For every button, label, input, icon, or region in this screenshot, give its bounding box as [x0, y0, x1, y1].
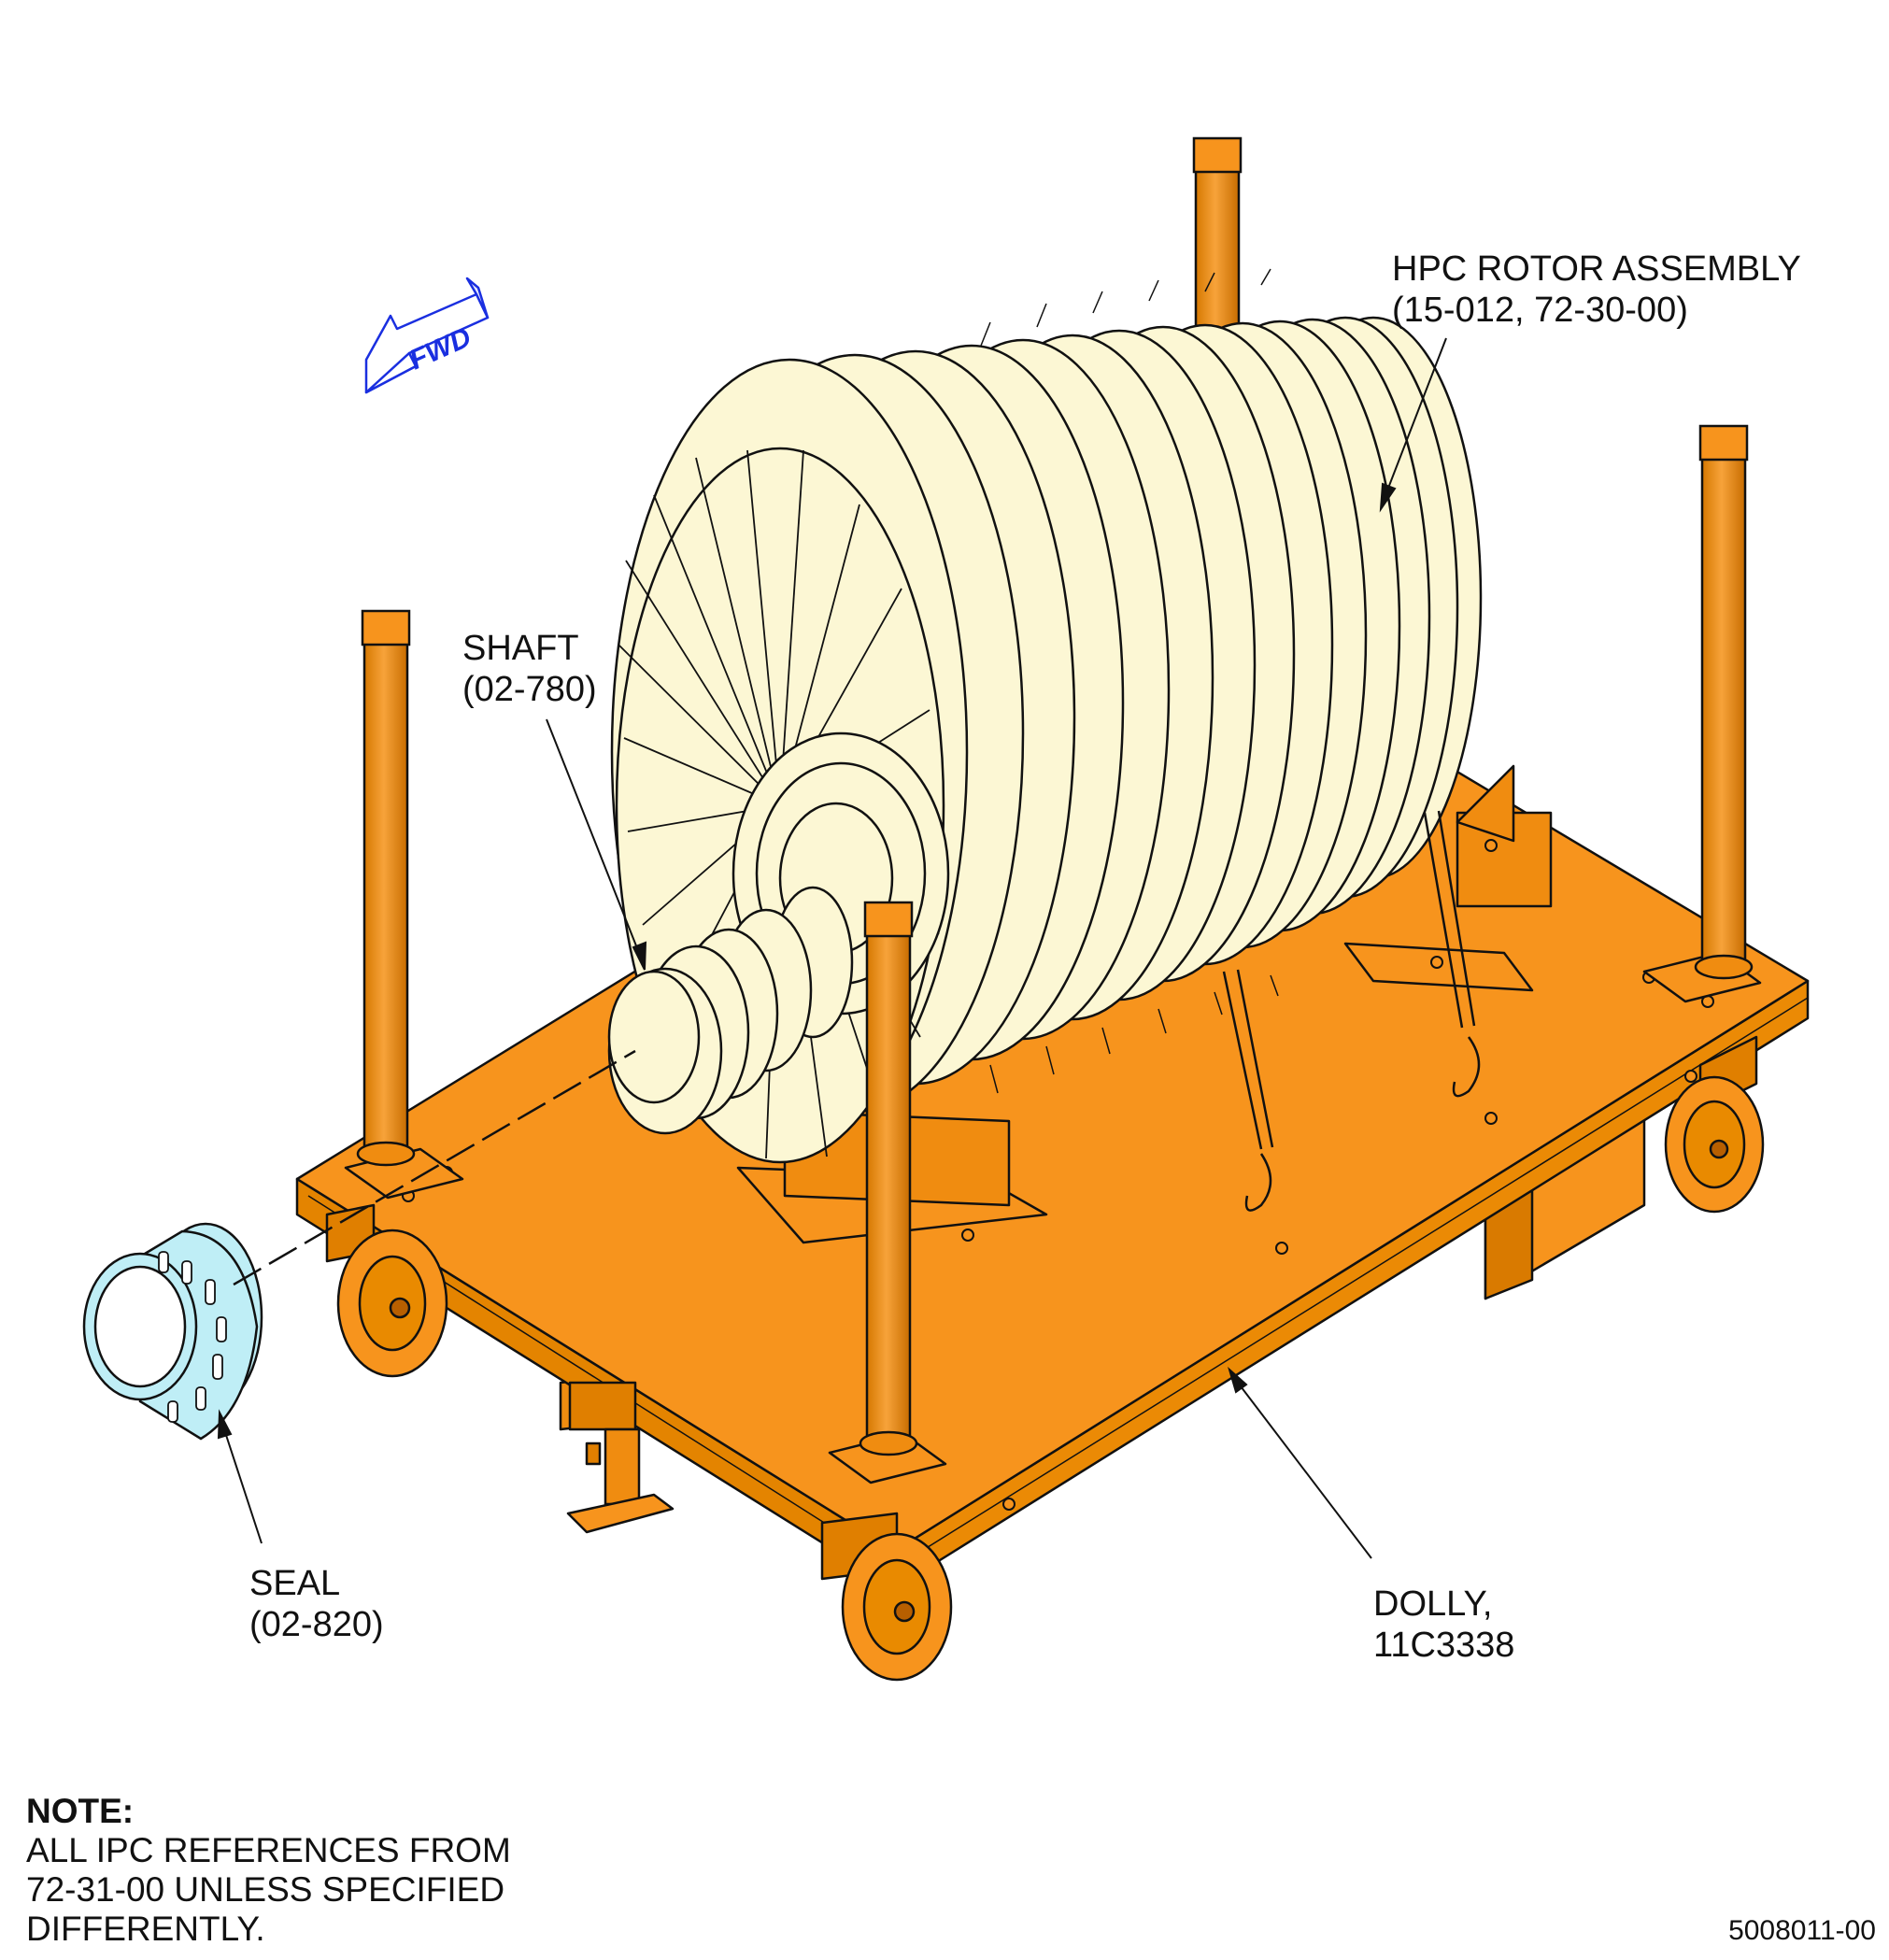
note-line: 72-31-00 UNLESS SPECIFIED: [26, 1870, 505, 1909]
dolly-post: [1694, 424, 1754, 980]
floor-lock: [566, 1427, 675, 1534]
seal-callout: SEAL (02-820): [249, 1563, 384, 1645]
hpc-rotor-label: HPC ROTOR ASSEMBLY: [1392, 249, 1801, 289]
hpc-rotor-ref: (15-012, 72-30-00): [1392, 291, 1688, 330]
leader-lines: [217, 337, 1447, 1559]
seal: [82, 1222, 263, 1441]
dolly: [295, 573, 1810, 1682]
dolly-post: [356, 609, 416, 1167]
dolly-callout: DOLLY, 11C3338: [1373, 1584, 1514, 1666]
seal-ref: (02-820): [249, 1605, 384, 1644]
hpc-rotor-callout: HPC ROTOR ASSEMBLY (15-012, 72-30-00): [1392, 249, 1801, 331]
assembly-dash-line: [233, 1049, 636, 1286]
caster-wheel: [841, 1532, 953, 1682]
note-block: NOTE: ALL IPC REFERENCES FROM 72-31-00 U…: [26, 1792, 511, 1949]
fwd-arrow-icon: [364, 277, 490, 394]
tie-down-strap: [1222, 810, 1481, 1212]
note-line: DIFFERENTLY.: [26, 1910, 265, 1948]
seal-label: SEAL: [249, 1564, 341, 1603]
dolly-ref: 11C3338: [1373, 1626, 1515, 1665]
note-title: NOTE:: [26, 1792, 135, 1830]
dolly-post: [859, 901, 918, 1456]
shaft-label: SHAFT: [462, 629, 579, 668]
caster-wheel: [336, 1229, 448, 1378]
shaft-callout: SHAFT (02-780): [462, 628, 597, 710]
note-line: ALL IPC REFERENCES FROM: [26, 1831, 511, 1869]
shaft-ref: (02-780): [462, 670, 597, 709]
hpc-rotor-assembly: [610, 268, 1483, 1164]
caster-wheel: [1664, 1075, 1765, 1214]
figure-number: 5008011-00: [1728, 1915, 1876, 1946]
shaft: [607, 886, 854, 1135]
dolly-label: DOLLY,: [1373, 1584, 1493, 1624]
